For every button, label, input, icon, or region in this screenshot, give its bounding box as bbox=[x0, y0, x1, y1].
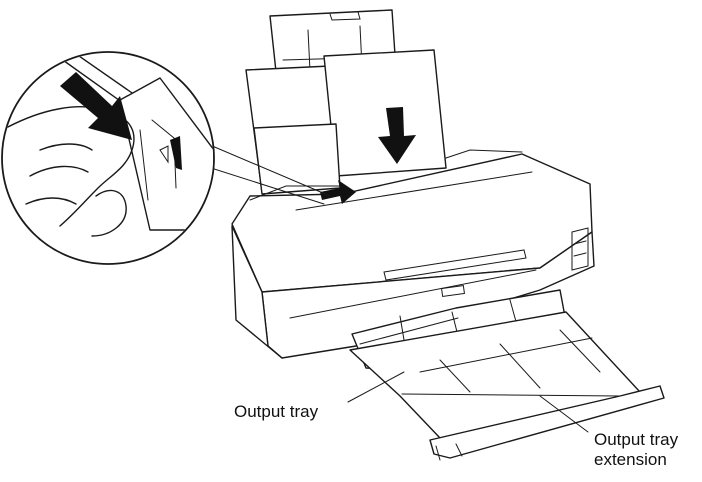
output-tray-extension-label-line1: Output tray bbox=[594, 430, 679, 449]
output-tray-extension-label: Output tray extension bbox=[594, 430, 678, 470]
paper-stack bbox=[245, 49, 447, 195]
detail-callout bbox=[1, 51, 215, 265]
edge-guide-arrow bbox=[320, 180, 356, 204]
output-tray-extension-label-line2: extension bbox=[594, 450, 667, 469]
paper-insert-arrow bbox=[378, 107, 416, 164]
output-tray-label: Output tray bbox=[234, 402, 319, 421]
leader-lines bbox=[347, 371, 589, 433]
output-tray-extension bbox=[349, 311, 665, 461]
